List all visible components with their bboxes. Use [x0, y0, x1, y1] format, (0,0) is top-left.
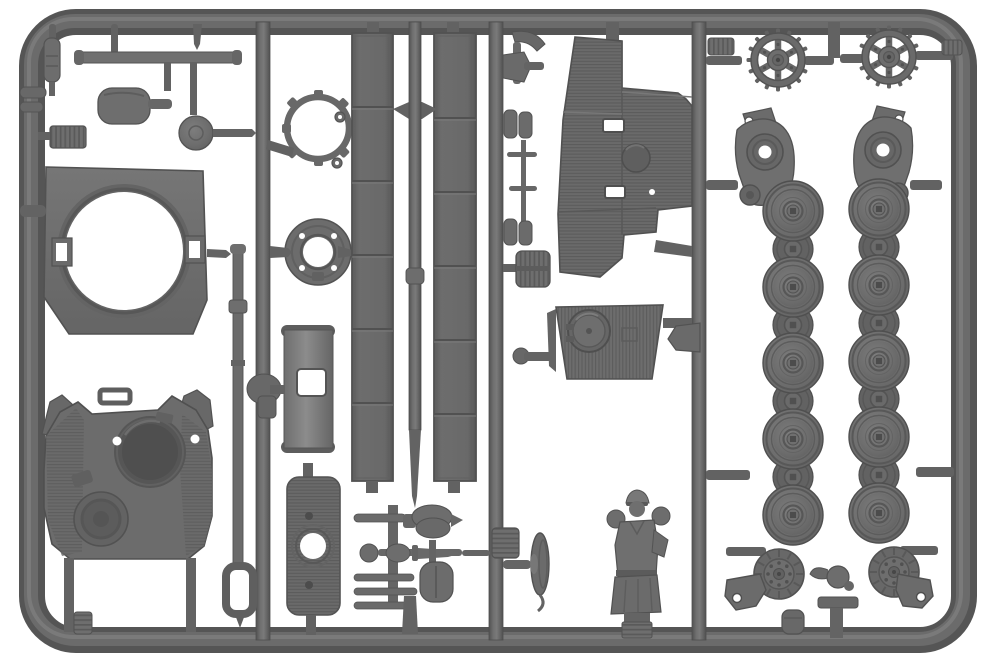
- hatchet: [502, 51, 544, 83]
- stowage-cylinder-pair-upper: [503, 109, 533, 139]
- suspension-bracket-left: [724, 573, 767, 611]
- rear-deck-plate: [512, 304, 692, 380]
- spare-wheel-edge-on: [503, 532, 550, 613]
- signal-disc-part: [178, 115, 256, 151]
- cleaning-rod-shackle: [222, 244, 257, 628]
- ribbed-block: [491, 527, 520, 559]
- shovel-part: [97, 87, 172, 125]
- tow-rod-part: [74, 50, 242, 115]
- stub-block-left: [707, 37, 735, 56]
- pedestal-mount: [809, 565, 859, 638]
- entrenching-spade: [419, 540, 454, 603]
- cone-cap: [667, 322, 701, 353]
- small-parts-cluster: [353, 504, 490, 634]
- tool-rods: [353, 573, 418, 610]
- turret-roof: [41, 387, 214, 635]
- road-wheel: [761, 483, 825, 547]
- wheel-column-gates: [706, 467, 954, 556]
- commander-figure: [606, 489, 671, 639]
- turret-ring-base: [270, 218, 352, 286]
- stowage-cylinder-pair-lower: [503, 218, 533, 246]
- stub-block-right: [941, 39, 963, 56]
- stowage-box-part: [38, 125, 87, 149]
- road-wheel: [847, 481, 911, 545]
- road-wheel: [761, 179, 825, 243]
- small-stowage-block: [781, 609, 805, 635]
- zimmerit-roof-plate: [286, 463, 341, 635]
- final-drive-gates: [706, 180, 942, 190]
- road-wheel: [847, 177, 911, 241]
- superstructure-panel: [557, 36, 693, 278]
- road-wheel: [847, 405, 911, 469]
- road-wheel: [761, 407, 825, 471]
- curved-hatch-panel: [270, 325, 335, 453]
- fuel-drum: [503, 250, 551, 288]
- turret-ring-plate: [20, 166, 231, 335]
- suspension-bracket-right: [895, 573, 934, 609]
- rail-stub-cylinders: [19, 86, 47, 113]
- gun-barrel: [393, 21, 437, 508]
- road-wheel: [761, 255, 825, 319]
- runner-center-right: [488, 21, 504, 641]
- track-run-left: [351, 32, 394, 493]
- spindle-assembly: [359, 543, 490, 563]
- road-wheel: [847, 253, 911, 317]
- runner-left: [246, 21, 282, 641]
- track-run-right: [433, 32, 477, 493]
- muzzle-brake: [403, 504, 463, 539]
- road-wheel: [847, 329, 911, 393]
- stowage-cylinder-part: [43, 37, 61, 96]
- road-wheel: [761, 331, 825, 395]
